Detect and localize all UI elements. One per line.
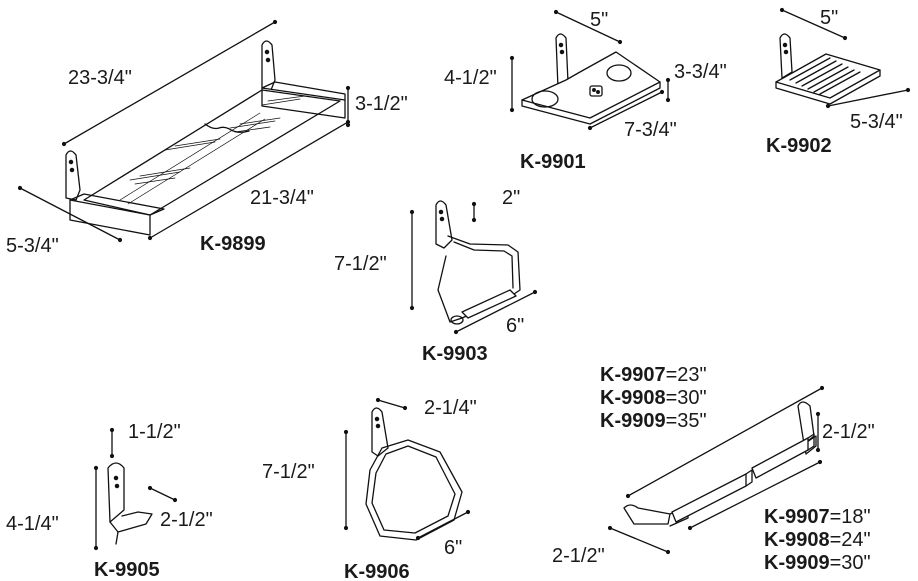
paper-holder-depth-label: 2" [502, 187, 521, 209]
length-value: =23" [665, 364, 707, 386]
length-value: =30" [665, 387, 707, 409]
paper-holder-height-label: 7-1/2" [334, 253, 387, 275]
towel-bar-bar-lengths: K-9907=18" K-9908=24" K-9909=30" [764, 506, 871, 575]
tumbler-holder-length-label: 7-3/4" [624, 119, 677, 141]
model-number: K-9909 [764, 552, 830, 574]
overall-length-row: K-9908=30" [600, 387, 707, 410]
model-number: K-9908 [764, 529, 830, 551]
overall-length-row: K-9907=23" [600, 364, 707, 387]
model-number: K-9909 [600, 410, 666, 432]
shelf-height-label: 3-1/2" [355, 93, 408, 115]
tumbler-holder-height-label: 4-1/2" [444, 67, 497, 89]
towel-ring-model-number: K-9906 [344, 561, 410, 581]
model-number: K-9907 [764, 506, 830, 528]
paper-holder-drawing [409, 200, 538, 335]
towel-bar-projection-label: 2-1/2" [552, 545, 605, 567]
robe-hook-height-label: 4-1/4" [6, 513, 59, 535]
tumbler-holder-depth-label: 3-3/4" [674, 61, 727, 83]
shelf-model-number: K-9899 [200, 233, 266, 255]
robe-hook-drawing [93, 427, 178, 551]
towel-ring-depth-label: 2-1/4" [424, 397, 477, 419]
length-value: =35" [665, 410, 707, 432]
soap-dish-model-number: K-9902 [766, 135, 832, 157]
bar-length-row: K-9909=30" [764, 552, 871, 575]
shelf-drawing [17, 19, 351, 243]
model-number: K-9908 [600, 387, 666, 409]
tumbler-holder-drawing [509, 9, 671, 131]
shelf-depth-label: 5-3/4" [6, 235, 59, 257]
length-value: =24" [829, 529, 871, 551]
bar-length-row: K-9907=18" [764, 506, 871, 529]
paper-holder-model-number: K-9903 [422, 343, 488, 365]
model-number: K-9907 [600, 364, 666, 386]
towel-bar-drawing [607, 385, 825, 555]
robe-hook-projection-label: 2-1/2" [160, 509, 213, 531]
bar-length-row: K-9908=24" [764, 529, 871, 552]
shelf-glass-length-label: 21-3/4" [250, 187, 314, 209]
towel-bar-overall-lengths: K-9907=23" K-9908=30" K-9909=35" [600, 364, 707, 433]
towel-ring-drawing [343, 397, 471, 541]
robe-hook-model-number: K-9905 [94, 559, 160, 581]
towel-ring-height-label: 7-1/2" [262, 461, 315, 483]
soap-dish-drawing [775, 7, 911, 109]
robe-hook-top-label: 1-1/2" [128, 421, 181, 443]
soap-dish-length-label: 5-3/4" [850, 111, 903, 133]
overall-length-row: K-9909=35" [600, 410, 707, 433]
length-value: =18" [829, 506, 871, 528]
paper-holder-width-label: 6" [506, 315, 525, 337]
tumbler-holder-width-label: 5" [590, 9, 609, 31]
towel-ring-width-label: 6" [444, 537, 463, 559]
towel-bar-height-label: 2-1/2" [822, 421, 875, 443]
soap-dish-width-label: 5" [820, 7, 839, 29]
length-value: =30" [829, 552, 871, 574]
shelf-overall-length-label: 23-3/4" [68, 67, 132, 89]
tumbler-holder-model-number: K-9901 [520, 151, 586, 173]
